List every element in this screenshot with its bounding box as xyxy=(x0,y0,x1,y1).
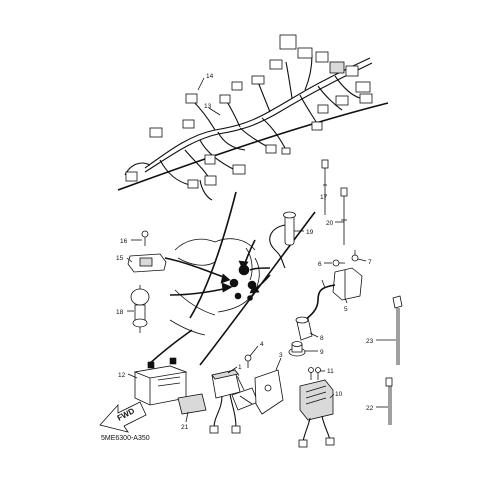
callout-9: 9 xyxy=(320,349,324,356)
part-3-bracket xyxy=(254,369,284,415)
part-4-bolt xyxy=(244,354,252,368)
callout-17: 17 xyxy=(320,194,328,201)
part-10-rectifier xyxy=(298,379,335,448)
callout-6: 6 xyxy=(318,261,322,268)
callout-7: 7 xyxy=(368,259,372,266)
callout-16: 16 xyxy=(120,238,128,245)
wire-harness xyxy=(124,34,373,201)
callout-labels: 14 13 17 20 19 16 15 18 6 7 5 8 9 23 4 1… xyxy=(116,73,374,431)
part-8-plug-cap xyxy=(295,316,313,341)
callout-19: 19 xyxy=(306,229,314,236)
callout-12: 12 xyxy=(118,372,126,379)
leader-lines xyxy=(126,77,396,423)
part-1-cdi-unit xyxy=(209,369,241,434)
part-18-fuse-holder xyxy=(130,285,150,333)
part-11-bolts xyxy=(308,367,321,380)
drawing-code: 5ME6300-A350 xyxy=(101,435,150,442)
part-23-strap xyxy=(392,295,403,365)
callout-3: 3 xyxy=(279,352,283,359)
callout-2: 2 xyxy=(236,373,240,380)
callout-4: 4 xyxy=(260,341,264,348)
callout-11: 11 xyxy=(327,368,334,375)
part-19-sensor xyxy=(269,211,296,269)
callout-21: 21 xyxy=(181,424,189,431)
section-divider-top xyxy=(117,102,389,191)
part-7-screw xyxy=(351,250,359,262)
callout-1: 1 xyxy=(238,364,242,371)
callout-13: 13 xyxy=(204,103,212,110)
vehicle-body-sketch xyxy=(169,238,260,336)
callout-20: 20 xyxy=(326,220,334,227)
forward-arrow-icon: FWD xyxy=(99,401,147,433)
part-21-label xyxy=(177,393,207,415)
part-6-bolt xyxy=(332,259,345,267)
callout-23: 23 xyxy=(366,338,374,345)
part-9-grommet xyxy=(288,341,306,357)
part-16-bolt xyxy=(141,230,149,246)
part-22-band xyxy=(385,377,393,425)
part-5-ignition-coil xyxy=(304,267,363,321)
callout-8: 8 xyxy=(320,335,324,342)
part-17-lead xyxy=(321,159,329,215)
assembly-arrows xyxy=(164,239,271,296)
part-20-lead xyxy=(340,187,348,245)
callout-22: 22 xyxy=(366,405,374,412)
section-divider-bottom xyxy=(147,329,193,366)
callout-15: 15 xyxy=(116,255,124,262)
callout-10: 10 xyxy=(335,391,343,398)
part-15-relay xyxy=(127,253,167,273)
callout-14: 14 xyxy=(206,73,214,80)
section-divider-left xyxy=(189,191,237,319)
callout-18: 18 xyxy=(116,309,124,316)
part-12-battery xyxy=(133,357,188,406)
callout-5: 5 xyxy=(344,306,348,313)
